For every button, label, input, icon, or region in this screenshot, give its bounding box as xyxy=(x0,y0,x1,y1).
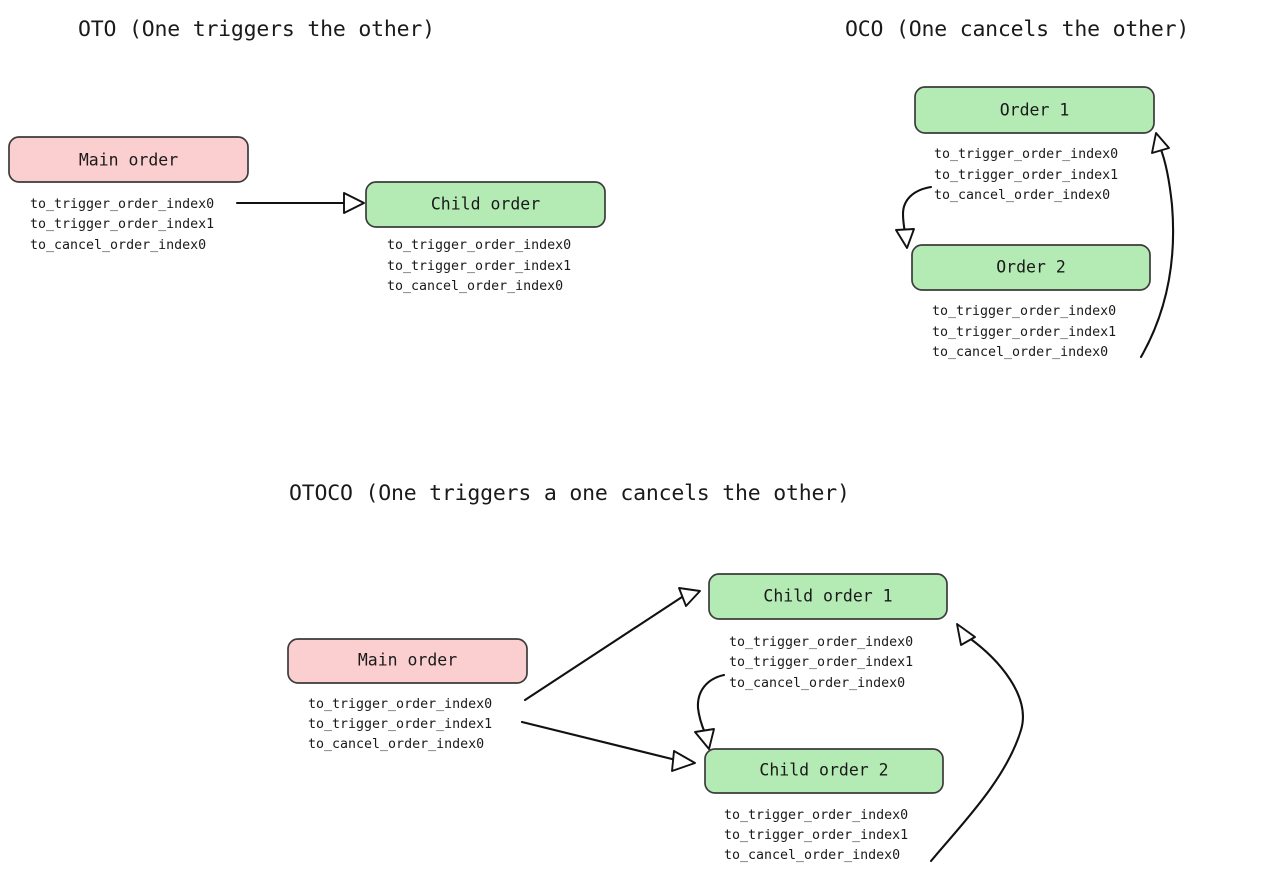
otoco-child2-attr-cancel0: to_cancel_order_index0 xyxy=(724,848,900,863)
otoco-cancel-arrow-up-head xyxy=(956,623,976,646)
oto-child-attr-trigger1: to_trigger_order_index1 xyxy=(387,259,571,274)
oco-cancel-arrow-down-line xyxy=(901,185,933,235)
oto-main-order-box xyxy=(8,136,249,183)
otoco-main-attr-trigger1: to_trigger_order_index1 xyxy=(308,717,492,732)
otoco-cancel-arrow-down-line xyxy=(696,673,726,735)
otoco-main-order-box xyxy=(287,638,528,684)
oto-main-attr-trigger1: to_trigger_order_index1 xyxy=(30,217,214,232)
oco-order1-box xyxy=(914,86,1155,134)
otoco-child1-label: Child order 1 xyxy=(763,587,892,606)
otoco-child2-attr-trigger1: to_trigger_order_index1 xyxy=(724,828,908,843)
oco-order2-attr-trigger0: to_trigger_order_index0 xyxy=(932,304,1116,319)
oto-main-attr-trigger0: to_trigger_order_index0 xyxy=(30,197,214,212)
oco-order2-attr-trigger1: to_trigger_order_index1 xyxy=(932,325,1116,340)
oto-child-order-box xyxy=(365,181,606,228)
otoco-cancel-arrow-up-line xyxy=(929,635,1024,863)
oco-section-title: OCO (One cancels the other) xyxy=(845,17,1189,42)
oto-trigger-arrow-head xyxy=(343,192,365,214)
otoco-child1-attr-cancel0: to_cancel_order_index0 xyxy=(729,676,905,691)
oco-order2-label: Order 2 xyxy=(996,258,1066,277)
oco-order1-label: Order 1 xyxy=(1000,101,1070,120)
oto-main-order-label: Main order xyxy=(79,151,178,170)
otoco-main-attr-cancel0: to_cancel_order_index0 xyxy=(308,737,484,752)
otoco-trigger-arrow-child2-line xyxy=(520,720,678,762)
oto-section-title: OTO (One triggers the other) xyxy=(78,17,435,42)
oto-child-attr-cancel0: to_cancel_order_index0 xyxy=(387,279,563,294)
oco-order1-attr-cancel0: to_cancel_order_index0 xyxy=(934,188,1110,203)
otoco-section-title: OTOCO (One triggers a one cancels the ot… xyxy=(289,481,850,506)
oco-cancel-arrow-up-head xyxy=(1151,132,1170,154)
oco-order1-attr-trigger0: to_trigger_order_index0 xyxy=(934,147,1118,162)
oco-order2-box xyxy=(911,244,1151,291)
oco-cancel-arrow-up-line xyxy=(1139,145,1175,359)
otoco-child2-box xyxy=(704,748,944,794)
otoco-child1-box xyxy=(708,573,948,620)
otoco-child2-attr-trigger0: to_trigger_order_index0 xyxy=(724,808,908,823)
otoco-trigger-arrow-child2-head xyxy=(671,750,696,772)
otoco-cancel-arrow-down-head xyxy=(694,728,715,750)
otoco-main-attr-trigger0: to_trigger_order_index0 xyxy=(308,697,492,712)
oco-order2-attr-cancel0: to_cancel_order_index0 xyxy=(932,345,1108,360)
otoco-main-order-label: Main order xyxy=(358,651,457,670)
otoco-trigger-arrow-child1-line xyxy=(523,595,684,702)
oco-cancel-arrow-down-head xyxy=(895,228,915,249)
otoco-child1-attr-trigger0: to_trigger_order_index0 xyxy=(729,635,913,650)
otoco-trigger-arrow-child1-head xyxy=(678,587,701,607)
otoco-child2-label: Child order 2 xyxy=(759,761,888,780)
oco-order1-attr-trigger1: to_trigger_order_index1 xyxy=(934,168,1118,183)
oto-child-order-label: Child order xyxy=(431,195,540,214)
otoco-child1-attr-trigger1: to_trigger_order_index1 xyxy=(729,655,913,670)
oto-child-attr-trigger0: to_trigger_order_index0 xyxy=(387,238,571,253)
oto-main-attr-cancel0: to_cancel_order_index0 xyxy=(30,238,206,253)
